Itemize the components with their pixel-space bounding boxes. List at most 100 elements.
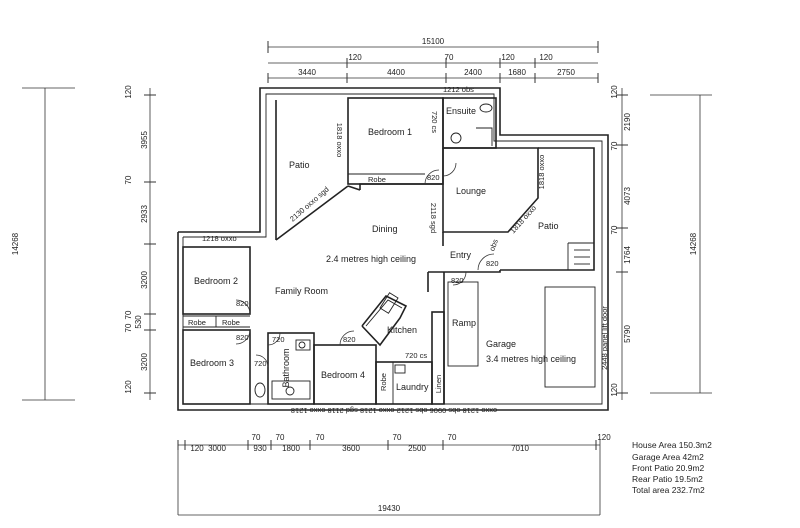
door-820-b3: 820 <box>236 333 249 342</box>
dim-right-2190: 2190 <box>623 113 632 131</box>
room-garage: Garage <box>486 339 516 349</box>
left-dimensions: 14268 120 3955 70 2933 3200 70 530 70 32… <box>11 85 156 401</box>
interior-walls <box>182 97 596 405</box>
toilet-icon <box>479 103 493 113</box>
dim-right-4073: 4073 <box>623 187 632 205</box>
area-rear-patio: Rear Patio 19.5m2 <box>632 474 703 484</box>
obs-1212-top: 1212 obs <box>443 85 474 94</box>
area-garage: Garage Area 42m2 <box>632 452 704 462</box>
dim-top-c: 120 <box>501 53 515 62</box>
dim-bottom-930: 930 <box>253 444 267 453</box>
dim-top-a: 120 <box>348 53 362 62</box>
dim-right-70a: 70 <box>610 141 619 150</box>
room-ramp: Ramp <box>452 318 476 328</box>
dim-top-2750: 2750 <box>557 68 575 77</box>
dim-bottom-total: 19430 <box>378 504 401 513</box>
dim-bottom-3000: 3000 <box>208 444 226 453</box>
obs-entry: obs <box>487 238 500 253</box>
dim-left-2933: 2933 <box>140 205 149 223</box>
door-820-b4: 820 <box>343 335 356 344</box>
cs-720-kitchen: 720 cs <box>405 351 427 360</box>
dim-left-530: 530 <box>134 315 143 329</box>
door-720-bath-side: 720 <box>254 359 267 368</box>
dim-left-70a: 70 <box>124 175 133 184</box>
room-bedroom3: Bedroom 3 <box>190 358 234 368</box>
oxxo-1818-patio: 1818 oxxo <box>335 123 344 158</box>
room-ensuite: Ensuite <box>446 106 476 116</box>
dim-right-5790: 5790 <box>623 325 632 343</box>
dim-bottom-70d: 70 <box>393 433 402 442</box>
room-linen: Linen <box>434 375 443 393</box>
dim-right-total: 14268 <box>689 232 698 255</box>
door-820-robe: 820 <box>427 173 440 182</box>
dim-bottom-70a: 70 <box>252 433 261 442</box>
room-kitchen: Kitchen <box>387 325 417 335</box>
ceiling-main: 2.4 metres high ceiling <box>326 254 416 264</box>
dim-right-120b: 120 <box>610 383 619 397</box>
bottom-openings: oxxo 1218 obs 0906 obs 1212 oxxo 1218 sg… <box>291 406 497 415</box>
room-dining: Dining <box>372 224 398 234</box>
dim-left-total: 14268 <box>11 232 20 255</box>
dim-top-d: 120 <box>539 53 553 62</box>
sgd-2118: 2118 sgd <box>429 203 438 233</box>
dim-left-120b: 120 <box>124 380 133 394</box>
room-patio-front: Patio <box>289 160 310 170</box>
dim-bottom-120b: 120 <box>597 433 611 442</box>
door-720-bath-top: 720 <box>272 335 285 344</box>
dim-bottom-70b: 70 <box>276 433 285 442</box>
room-laundry: Laundry <box>396 382 429 392</box>
dim-top-b: 70 <box>445 53 454 62</box>
room-bedroom4: Bedroom 4 <box>321 370 365 380</box>
cs-720-ensuite: 720 cs <box>430 111 439 133</box>
dim-right-120a: 120 <box>610 85 619 99</box>
robe-b1: Robe <box>368 175 386 184</box>
area-front-patio: Front Patio 20.9m2 <box>632 463 705 473</box>
dim-left-120a: 120 <box>124 85 133 99</box>
room-bedroom1: Bedroom 1 <box>368 127 412 137</box>
bath-plug-icon <box>285 386 295 396</box>
area-house: House Area 150.3m2 <box>632 440 712 450</box>
room-family: Family Room <box>275 286 328 296</box>
robe-b4: Robe <box>379 373 388 391</box>
room-bedroom2: Bedroom 2 <box>194 276 238 286</box>
robe-b2b: Robe <box>222 318 240 327</box>
bottom-dimensions: 120 3000 70 930 70 1800 70 3600 70 2500 … <box>177 433 611 516</box>
right-dimensions: 120 2190 70 4073 70 1764 5790 120 14268 <box>610 85 712 400</box>
dim-bottom-70e: 70 <box>448 433 457 442</box>
dim-top-1680: 1680 <box>508 68 526 77</box>
dim-top-3440: 3440 <box>298 68 316 77</box>
area-total: Total area 232.7m2 <box>632 485 705 495</box>
dim-bottom-3600: 3600 <box>342 444 360 453</box>
dim-right-70b: 70 <box>610 225 619 234</box>
room-entry: Entry <box>450 250 472 260</box>
dim-bottom-1800: 1800 <box>282 444 300 453</box>
dim-top-2400: 2400 <box>464 68 482 77</box>
dim-bottom-7010: 7010 <box>511 444 529 453</box>
oxxo-1818-rear: 1818 oxxo <box>508 203 538 235</box>
panel-lift-door: 2448 panel lift door <box>600 306 609 370</box>
shower-icon <box>476 127 493 146</box>
room-bathroom: Bathroom <box>281 348 291 387</box>
dim-bottom-2500: 2500 <box>408 444 426 453</box>
door-820-entry: 820 <box>486 259 499 268</box>
toilet-icon-bath <box>254 382 266 398</box>
dim-top-total: 15100 <box>422 37 445 46</box>
door-labels: 820 820 820 820 820 820 720 720 <box>236 173 499 368</box>
door-820-garage: 820 <box>451 276 464 285</box>
fixtures <box>254 103 493 398</box>
room-patio-rear: Patio <box>538 221 559 231</box>
vanity-basin-icon <box>298 341 306 349</box>
top-dimensions: 15100 120 70 120 120 3440 4400 2400 1680… <box>267 37 599 83</box>
room-lounge: Lounge <box>456 186 486 196</box>
room-labels: Bedroom 1 Ensuite Patio Lounge Patio Din… <box>188 106 576 393</box>
dim-bottom-120a: 120 <box>190 444 204 453</box>
ceiling-garage: 3.4 metres high ceiling <box>486 354 576 364</box>
dim-left-70c: 70 <box>124 323 133 332</box>
dim-left-3955: 3955 <box>140 131 149 149</box>
dim-top-4400: 4400 <box>387 68 405 77</box>
dim-bottom-70c: 70 <box>316 433 325 442</box>
dim-left-3200a: 3200 <box>140 271 149 289</box>
robe-b2a: Robe <box>188 318 206 327</box>
dim-left-3200b: 3200 <box>140 353 149 371</box>
dim-right-1764: 1764 <box>623 246 632 264</box>
